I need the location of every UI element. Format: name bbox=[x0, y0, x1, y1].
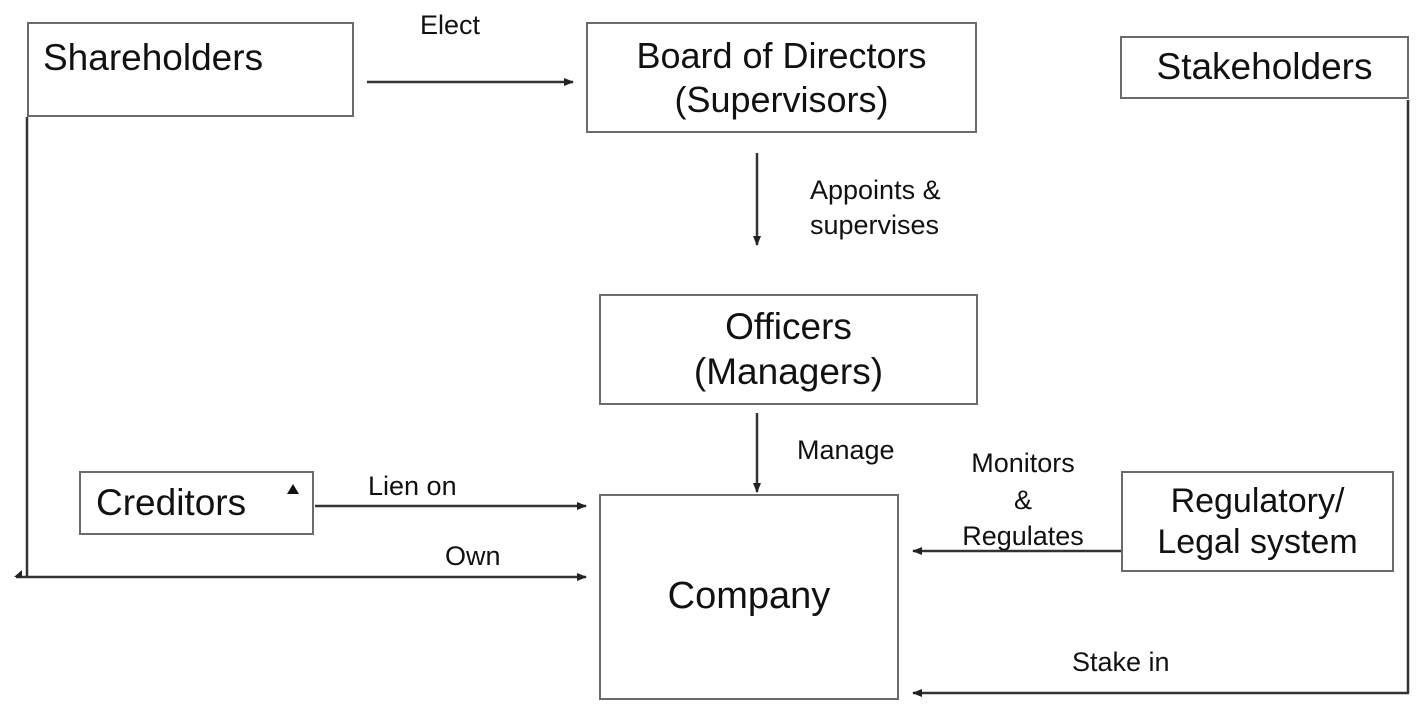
creditors-anchor-icon bbox=[287, 484, 299, 494]
officers-label-line2: (Managers) bbox=[693, 350, 884, 392]
board-label-line2: (Supervisors) bbox=[674, 78, 889, 120]
appoints-label-line1: Appoints & bbox=[810, 175, 941, 205]
company-box: Company bbox=[599, 494, 899, 700]
stake-label: Stake in bbox=[1072, 647, 1170, 677]
board-of-directors-box: Board of Directors (Supervisors) bbox=[586, 22, 977, 133]
company-label: Company bbox=[667, 575, 831, 618]
monitors-label-line2: & bbox=[1013, 484, 1032, 515]
appoints-label: Appoints & supervises bbox=[810, 173, 941, 243]
elect-label: Elect bbox=[420, 10, 481, 40]
monitors-label-line3: Regulates bbox=[962, 521, 1084, 552]
shareholders-box: Shareholders bbox=[27, 22, 354, 117]
appoints-label-line2: supervises bbox=[810, 210, 940, 241]
shareholders-label: Shareholders bbox=[43, 37, 264, 78]
own-label: Own bbox=[445, 541, 501, 571]
monitors-label: Monitors & Regulates bbox=[944, 445, 1102, 555]
creditors-box: Creditors bbox=[79, 471, 314, 535]
lien-label: Lien on bbox=[368, 471, 457, 501]
regulatory-label-line2: Legal system bbox=[1157, 522, 1358, 561]
regulatory-box: Regulatory/ Legal system bbox=[1121, 471, 1394, 572]
officers-box: Officers (Managers) bbox=[599, 294, 978, 405]
officers-label-line1: Officers bbox=[725, 306, 852, 348]
manage-label: Manage bbox=[797, 435, 895, 465]
monitors-label-line1: Monitors bbox=[971, 448, 1075, 478]
creditors-label: Creditors bbox=[96, 481, 247, 523]
stakeholders-label: Stakeholders bbox=[1156, 46, 1373, 88]
regulatory-label-line1: Regulatory/ bbox=[1170, 481, 1345, 520]
board-label-line1: Board of Directors bbox=[636, 35, 927, 77]
own-left-tick bbox=[14, 570, 22, 577]
stakeholders-box: Stakeholders bbox=[1120, 36, 1409, 99]
